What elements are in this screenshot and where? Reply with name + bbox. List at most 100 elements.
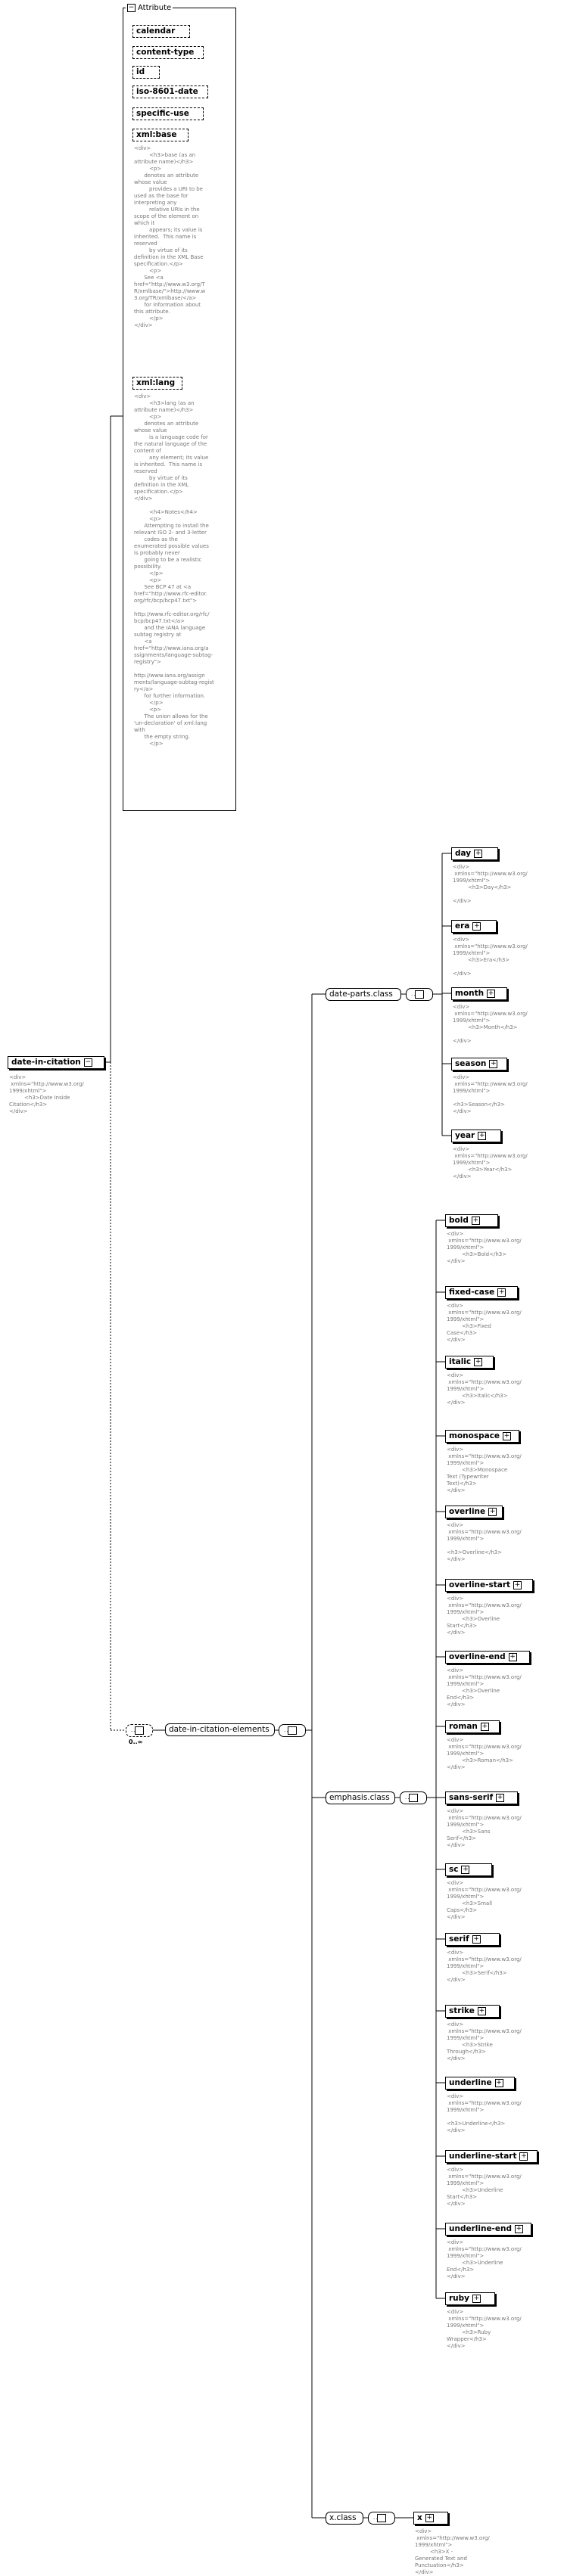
- element-italic[interactable]: italic+: [445, 1356, 494, 1369]
- element-underline-end[interactable]: underline-end+: [445, 2223, 531, 2236]
- element-underline[interactable]: underline+: [445, 2077, 515, 2090]
- root-element-doc: <div> xmlns="http://www.w3.org/ 1999/xht…: [9, 1074, 84, 1114]
- class-choice-compositor[interactable]: ··: [368, 2512, 395, 2525]
- attribute-xml-lang[interactable]: xml:lang: [132, 377, 182, 390]
- root-element-label: date-in-citation: [11, 1058, 81, 1067]
- expand-icon[interactable]: +: [503, 1432, 512, 1440]
- element-label: sc: [449, 1865, 459, 1874]
- element-era[interactable]: era+: [451, 920, 497, 933]
- element-doc: <div> xmlns="http://www.w3.org/ 1999/xht…: [447, 1808, 522, 1848]
- expand-icon[interactable]: +: [489, 1060, 498, 1068]
- element-label: overline: [449, 1507, 486, 1516]
- element-doc: <div> xmlns="http://www.w3.org/ 1999/xht…: [453, 1004, 528, 1044]
- element-serif[interactable]: serif+: [445, 1933, 500, 1946]
- element-doc: <div> xmlns="http://www.w3.org/ 1999/xht…: [447, 1880, 522, 1920]
- expand-icon[interactable]: +: [472, 922, 481, 931]
- class-choice-compositor[interactable]: ··: [406, 988, 433, 1001]
- element-doc: <div> xmlns="http://www.w3.org/ 1999/xht…: [453, 1074, 528, 1114]
- element-doc: <div> xmlns="http://www.w3.org/ 1999/xht…: [447, 1950, 522, 1983]
- attribute-doc: <div> <h3>lang (as an attribute name)</h…: [134, 393, 214, 747]
- class-date-parts-class[interactable]: date-parts.class: [326, 988, 401, 1001]
- element-overline-end[interactable]: overline-end+: [445, 1651, 530, 1664]
- element-label: sans-serif: [449, 1793, 494, 1802]
- element-sans-serif[interactable]: sans-serif+: [445, 1791, 518, 1804]
- element-x[interactable]: x+: [413, 2512, 448, 2525]
- expand-icon[interactable]: +: [480, 1723, 489, 1731]
- choice-occurrence: 0..∞: [129, 1739, 143, 1745]
- element-label: era: [455, 921, 470, 931]
- attribute-specific-use[interactable]: specific-use: [132, 107, 204, 120]
- attribute-header-label: Attribute: [138, 4, 172, 12]
- expand-icon[interactable]: +: [497, 1288, 506, 1297]
- class-x-class[interactable]: x.class: [326, 2512, 363, 2525]
- choice-icon: [415, 990, 424, 999]
- expand-icon[interactable]: +: [425, 2514, 434, 2522]
- element-overline[interactable]: overline+: [445, 1506, 503, 1518]
- element-overline-start[interactable]: overline-start+: [445, 1579, 533, 1592]
- choice-compositor[interactable]: ··: [126, 1724, 153, 1737]
- element-doc: <div> xmlns="http://www.w3.org/ 1999/xht…: [453, 1146, 528, 1179]
- expand-icon[interactable]: +: [472, 2295, 481, 2303]
- element-doc: <div> xmlns="http://www.w3.org/ 1999/xht…: [447, 2239, 522, 2279]
- element-fixed-case[interactable]: fixed-case+: [445, 1286, 518, 1299]
- collapse-icon[interactable]: −: [127, 4, 136, 12]
- expand-icon[interactable]: +: [488, 1508, 497, 1516]
- expand-icon[interactable]: +: [515, 2225, 524, 2233]
- element-year[interactable]: year+: [451, 1130, 501, 1142]
- attribute-iso-8601-date[interactable]: iso-8601-date: [132, 85, 208, 98]
- element-month[interactable]: month+: [451, 987, 507, 1000]
- expand-icon[interactable]: +: [508, 1653, 517, 1661]
- element-label: underline-start: [449, 2152, 517, 2161]
- attribute-content-type[interactable]: content-type: [132, 46, 204, 59]
- expand-icon[interactable]: +: [487, 990, 496, 998]
- attribute-label: id: [136, 67, 145, 76]
- attribute-panel-header[interactable]: −Attribute: [126, 4, 173, 12]
- element-roman[interactable]: roman+: [445, 1720, 500, 1733]
- element-doc: <div> xmlns="http://www.w3.org/ 1999/xht…: [447, 1446, 522, 1493]
- expand-icon[interactable]: +: [461, 1866, 470, 1874]
- element-label: italic: [449, 1357, 472, 1366]
- element-label: serif: [449, 1934, 469, 1944]
- attribute-label: xml:lang: [136, 378, 176, 387]
- element-season[interactable]: season+: [451, 1058, 507, 1070]
- group-date-in-citation-elements[interactable]: date-in-citation-elements: [165, 1723, 275, 1736]
- expand-icon[interactable]: +: [494, 2079, 503, 2087]
- element-label: strike: [449, 2006, 475, 2015]
- element-day[interactable]: day+: [451, 847, 498, 860]
- class-choice-compositor[interactable]: ··: [400, 1791, 427, 1804]
- expand-icon[interactable]: +: [472, 1935, 481, 1944]
- attribute-id[interactable]: id: [132, 66, 160, 79]
- expand-icon[interactable]: +: [513, 1581, 522, 1589]
- element-doc: <div> xmlns="http://www.w3.org/ 1999/xht…: [447, 1231, 522, 1264]
- expand-icon[interactable]: +: [519, 2152, 528, 2161]
- expand-icon[interactable]: +: [474, 850, 483, 858]
- expand-icon[interactable]: +: [471, 1217, 480, 1225]
- element-doc: <div> xmlns="http://www.w3.org/ 1999/xht…: [447, 1372, 522, 1406]
- element-sc[interactable]: sc+: [445, 1863, 492, 1876]
- element-label: month: [455, 989, 485, 998]
- attribute-calendar[interactable]: calendar: [132, 25, 190, 38]
- element-label: monospace: [449, 1431, 500, 1440]
- root-element-box[interactable]: date-in-citation−: [8, 1056, 104, 1069]
- group-sequence-compositor[interactable]: ··: [279, 1724, 306, 1737]
- expand-icon[interactable]: +: [478, 1132, 487, 1140]
- element-underline-start[interactable]: underline-start+: [445, 2150, 538, 2163]
- choice-icon: [288, 1726, 297, 1735]
- element-doc: <div> xmlns="http://www.w3.org/ 1999/xht…: [453, 864, 528, 904]
- collapse-icon[interactable]: −: [83, 1058, 92, 1067]
- element-label: bold: [449, 1216, 469, 1225]
- choice-icon: [135, 1726, 144, 1735]
- element-label: season: [455, 1059, 487, 1068]
- element-monospace[interactable]: monospace+: [445, 1430, 519, 1443]
- element-bold[interactable]: bold+: [445, 1214, 498, 1227]
- class-emphasis-class[interactable]: emphasis.class: [326, 1791, 395, 1804]
- element-strike[interactable]: strike+: [445, 2005, 500, 2018]
- element-label: year: [455, 1131, 475, 1140]
- expand-icon[interactable]: +: [474, 1358, 483, 1366]
- expand-icon[interactable]: +: [496, 1794, 505, 1802]
- element-ruby[interactable]: ruby+: [445, 2292, 495, 2305]
- attribute-panel: [123, 8, 236, 811]
- class-label: date-parts.class: [329, 990, 393, 999]
- expand-icon[interactable]: +: [477, 2007, 486, 2015]
- attribute-xml-base[interactable]: xml:base: [132, 129, 189, 141]
